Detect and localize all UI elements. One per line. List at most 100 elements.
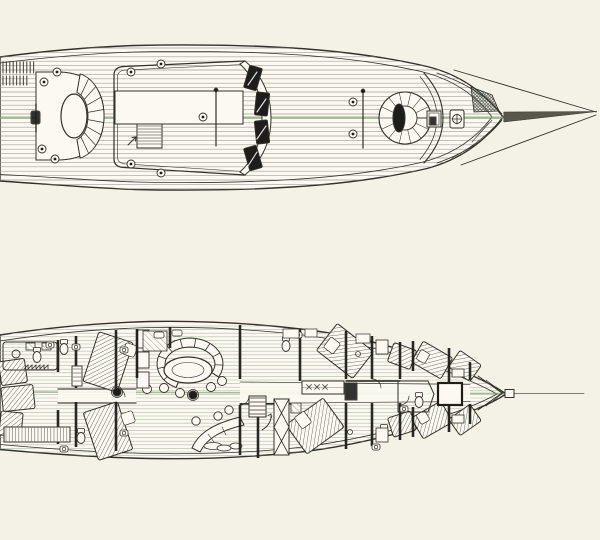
sink: [399, 405, 409, 413]
pulpit-rail: [460, 114, 597, 166]
engine-trunk-brace: [273, 398, 290, 428]
drawer-chest: [71, 365, 83, 387]
aft-cabin-room: [2, 341, 58, 371]
bow-deck-curve: [436, 72, 503, 115]
sink-basin: [401, 406, 407, 412]
engine-trunk-brace: [273, 426, 290, 456]
deck-fitting-dot: [129, 70, 133, 74]
cockpit-table: [60, 93, 88, 139]
fore-skylight-segments-segment: [381, 106, 395, 114]
bow-deck-curve: [436, 119, 503, 164]
aft-corridor: [58, 389, 136, 403]
saloon-settee-segment: [211, 372, 219, 378]
mizzen-mast-ring: [111, 386, 123, 398]
fore-skylight-segments-segment: [415, 106, 429, 114]
hatch-arrow: [127, 136, 137, 146]
deck-fitting-dot: [351, 100, 355, 104]
fore-hatch-shadow: [429, 116, 437, 126]
deckhouse-roof-panel: [114, 90, 244, 125]
saloon-stool: [217, 376, 227, 386]
pillow: [323, 337, 341, 354]
vent-grille: [25, 342, 36, 351]
toilet: [76, 432, 86, 444]
bowsprit-heel: [504, 389, 515, 398]
sink: [119, 429, 129, 437]
deckhouse-outline: [113, 60, 246, 176]
cockpit-seating-segment: [86, 126, 102, 136]
interior-plan-view: [0, 320, 585, 461]
saloon-settee-segment: [193, 338, 197, 348]
saloon-stool: [175, 388, 185, 398]
bench-seam: [221, 426, 227, 436]
pane-glare: [247, 151, 258, 167]
saloon-settee-segment: [204, 343, 211, 351]
mast-dot: [213, 87, 219, 93]
stair-zigzag: [23, 364, 49, 370]
fore-locker: [451, 368, 465, 378]
sink: [371, 443, 381, 451]
companion-hatch: [392, 103, 406, 133]
fore-skylight-segments-segment: [412, 127, 422, 139]
deck-fitting-dot: [40, 147, 44, 151]
toilet: [59, 343, 69, 355]
locker-oval: [216, 444, 232, 452]
trunk-front-arc: [423, 72, 444, 164]
deck-fitting-dot: [129, 162, 133, 166]
fore-skylight-segments-segment: [407, 92, 412, 107]
sink: [45, 341, 55, 349]
cockpit-seating-segment: [87, 109, 104, 113]
saloon-stool: [213, 411, 223, 421]
pillow: [120, 410, 136, 426]
chain-locker: [436, 381, 464, 407]
lazarette-berth: [0, 384, 36, 412]
engine-trunk: [273, 398, 290, 456]
bench-seam: [207, 433, 215, 443]
pane-glare: [247, 71, 258, 86]
stove-burner: [306, 384, 312, 390]
bowsprit: [503, 111, 598, 123]
cockpit-seating-segment: [76, 139, 81, 159]
sail-stowage: [448, 404, 482, 436]
sink-basin: [121, 347, 127, 353]
main-mast-ring: [187, 389, 199, 401]
cockpit-seating-segment: [86, 96, 102, 106]
dresser: [375, 339, 389, 355]
deck-fitting-dot: [53, 157, 57, 161]
door-arc: [239, 395, 250, 406]
skylight-hatch: [136, 123, 163, 149]
fore-skylight-segments-segment: [412, 97, 422, 109]
crew-berth: [411, 401, 453, 439]
slatted-bench: [3, 426, 71, 443]
sink-basin: [121, 430, 127, 436]
cockpit-seating-segment: [83, 86, 97, 100]
vent-box: [153, 331, 165, 339]
saloon-locker: [136, 351, 150, 369]
sink-basin: [373, 444, 379, 450]
deck-fitting-dot: [201, 115, 205, 119]
dresser: [375, 427, 389, 443]
galley-fridge: [344, 382, 358, 401]
companionway-arrow: [261, 413, 272, 431]
cockpit-seating-segment: [76, 73, 81, 93]
fore-locker: [451, 414, 465, 424]
saloon-settee-segment: [212, 352, 221, 358]
pillow: [416, 410, 430, 425]
cockpit-seating-segment: [83, 132, 97, 146]
cabinet: [282, 328, 300, 339]
sink: [71, 343, 81, 351]
saloon-settee-segment: [179, 339, 183, 348]
lazarette-berth: [0, 358, 28, 386]
saloon-stool: [224, 405, 234, 415]
mizzen-mast-section: [112, 387, 122, 397]
deck-fitting-dot: [42, 80, 46, 84]
bow-tick: [471, 123, 489, 143]
fore-skylight-segments-segment: [407, 129, 412, 144]
toilet: [32, 351, 42, 363]
cabinet: [355, 333, 371, 344]
cockpit-seating-segment: [80, 78, 90, 96]
deck-plan-view: [0, 44, 598, 191]
sink-basin: [73, 344, 79, 350]
toilet: [281, 340, 291, 352]
seat-round: [355, 351, 361, 357]
